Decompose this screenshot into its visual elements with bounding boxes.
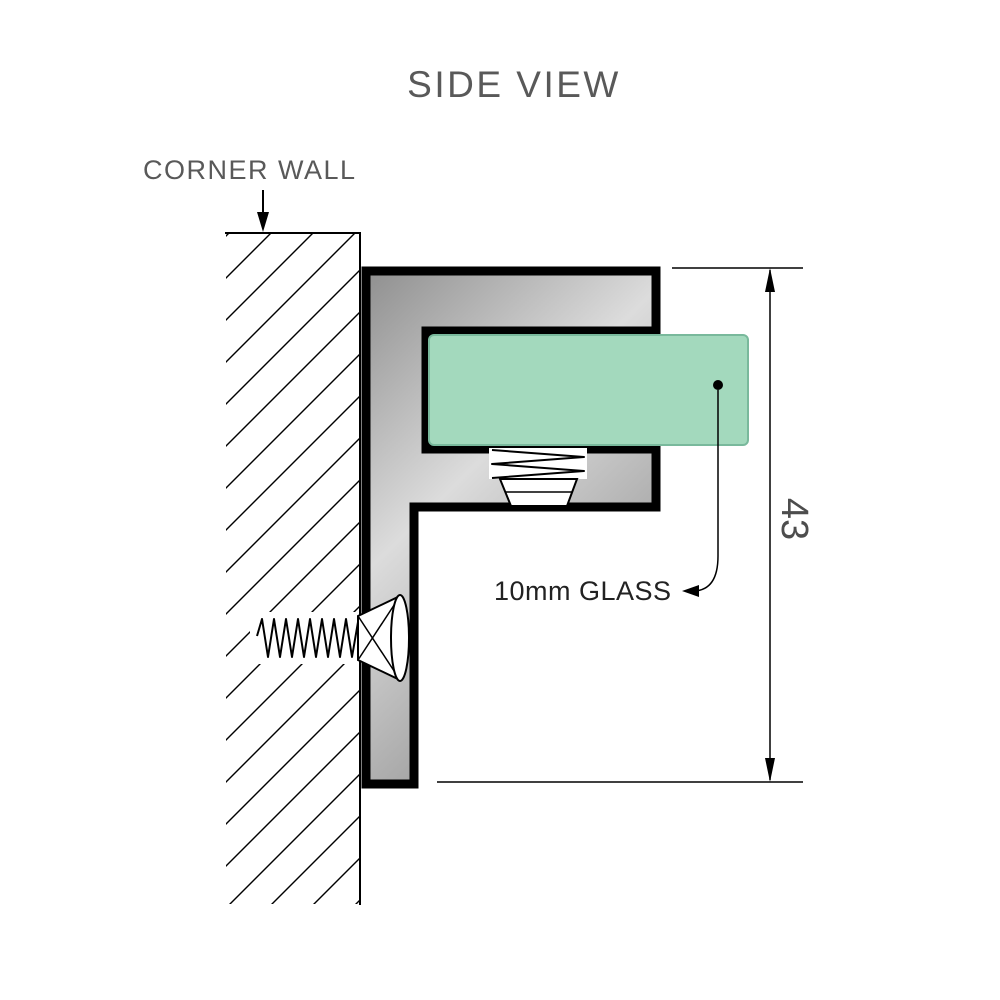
diagram-title: SIDE VIEW (407, 64, 621, 105)
screw-threads (256, 618, 359, 658)
glass-leader-arrowhead-icon (682, 585, 699, 597)
dimension-arrowhead-top-icon (765, 268, 775, 292)
gasket (489, 448, 587, 507)
corner-wall-label: CORNER WALL (143, 155, 357, 185)
corner-wall-arrowhead-icon (257, 212, 269, 232)
wall-hatching (226, 234, 360, 904)
screw (256, 594, 410, 682)
dimension-arrowhead-bottom-icon (765, 758, 775, 782)
glass-leader-dot (713, 380, 723, 390)
bracket-profile (361, 266, 661, 789)
gasket-spring-icon (491, 449, 585, 479)
glass-panel (428, 334, 749, 446)
dimension-label: 43 (773, 498, 815, 540)
screw-head-ellipse (390, 594, 410, 682)
glass-label: 10mm GLASS (494, 576, 672, 606)
